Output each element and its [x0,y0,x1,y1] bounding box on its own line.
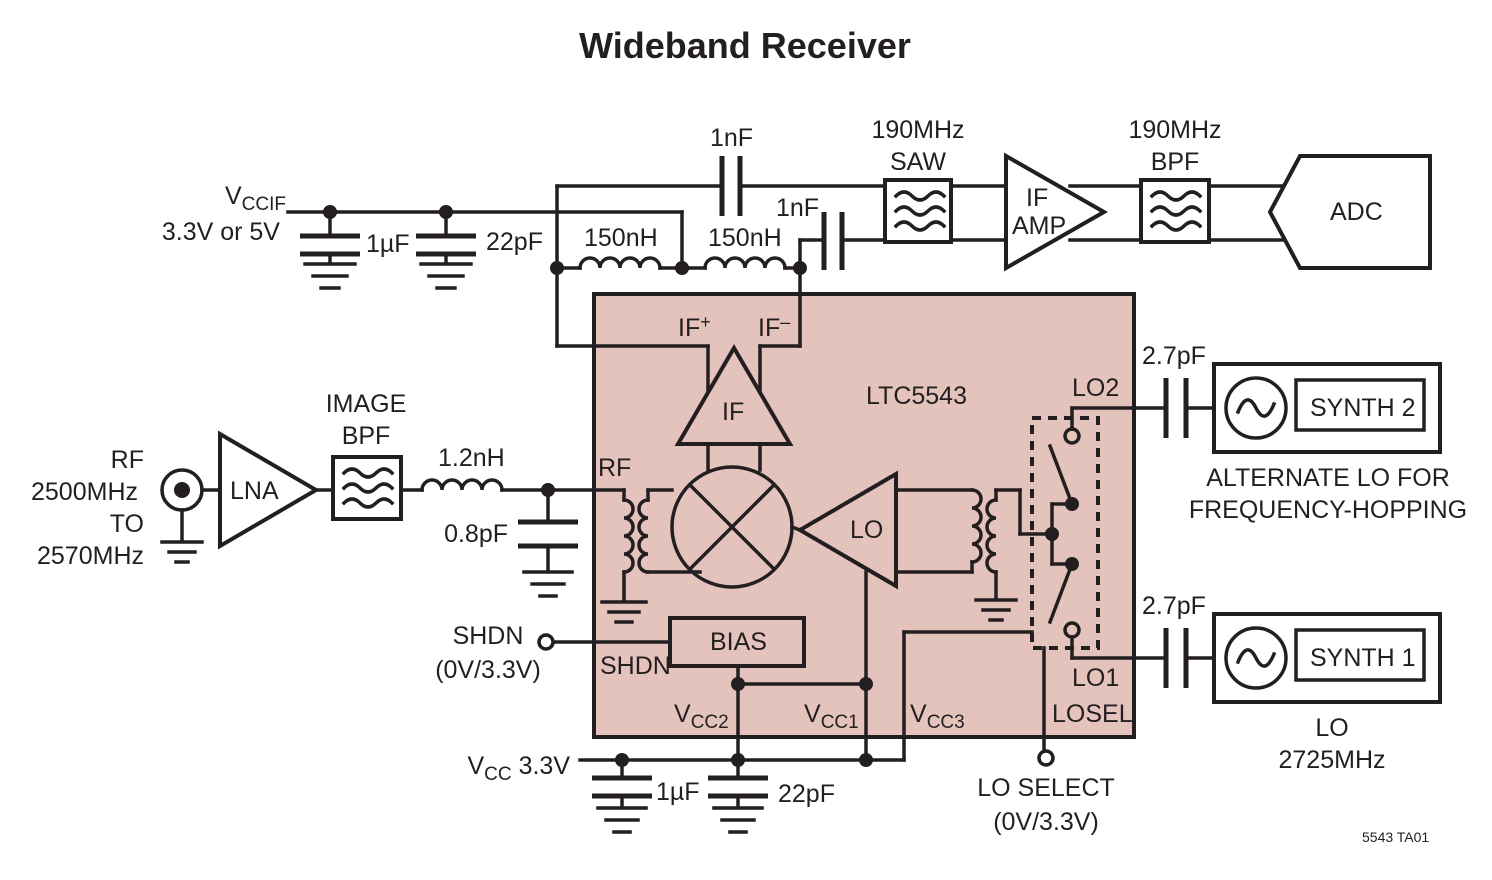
shdn-input-label-2: (0V/3.3V) [435,656,541,684]
inductor-if-plus: 150nH [584,224,658,252]
rf-label-2: 2500MHz [31,478,138,506]
inductor-rf: 1.2nH [438,444,505,472]
cap-top-1nf: 1nF [710,124,753,152]
chip-name: LTC5543 [866,382,967,410]
pin-losel: LOSEL [1052,700,1133,728]
synth-2-group: 2.7pF SYNTH 2 ALTERNATE LO FOR FREQUENCY… [1142,342,1467,524]
shdn-input-label-1: SHDN [453,622,524,650]
synth-1-group: 2.7pF SYNTH 1 LO 2725MHz [1142,592,1442,774]
if-output-network: 150nH 150nH 1nF 1nF [550,124,887,392]
pin-lo1: LO1 [1072,664,1119,692]
svg-text:IF+: IF+ [678,312,711,342]
pin-rf: RF [598,454,631,482]
internal-if-amp [674,344,794,446]
chip-internals: IF+ IF– IF RF LO [537,312,1166,767]
cap-if-minus-1nf: 1nF [776,194,819,222]
pin-vcc3: V [910,700,927,728]
lo-buffer-label: LO [850,516,883,544]
rf-label-3: TO [110,510,144,538]
if-amp-label-2: AMP [1012,212,1066,240]
adc-block [1267,154,1432,270]
lo-select-label-2: (0V/3.3V) [993,808,1099,836]
svg-text:IF–: IF– [758,312,790,342]
alt-lo-label-1: ALTERNATE LO FOR [1206,464,1450,492]
lo-main-label-2: 2725MHz [1279,746,1386,774]
cap-vccif-22pf: 22pF [486,228,543,256]
pin-if-plus-sup: + [700,312,711,332]
pin-if-minus: IF [758,314,780,342]
if-amp [1004,152,1109,272]
pin-lo2: LO2 [1072,374,1119,402]
diagram-title: Wideband Receiver [579,25,911,66]
lna-label: LNA [230,477,279,505]
image-bpf-label-2: BPF [342,422,391,450]
bias-label: BIAS [710,628,767,656]
internal-if-label: IF [722,398,744,426]
lna [218,430,320,550]
cap-vccif-1uf: 1µF [366,230,410,258]
saw-name: SAW [890,148,946,176]
pin-vcc2-sub: CC2 [691,712,729,733]
lo-main-label-1: LO [1315,714,1348,742]
lo-buffer [796,470,898,590]
vcc-value: 3.3V [512,752,571,780]
pin-vcc1-sub: CC1 [821,712,859,733]
vccif-value: 3.3V or 5V [162,218,280,246]
rf-input-chain: RF 2500MHz TO 2570MHz LNA IMAGE BPF 1.2n… [31,390,626,598]
svg-text:VCC3: VCC3 [910,700,965,733]
lo-switch [1030,416,1100,650]
pin-vcc2: V [674,700,691,728]
sine-source-icon [1224,626,1288,690]
pin-if-plus: IF [678,314,700,342]
synth1-label: SYNTH 1 [1310,644,1416,672]
rf-label-4: 2570MHz [37,542,144,570]
synth2-label: SYNTH 2 [1310,394,1416,422]
adc-label: ADC [1330,198,1383,226]
lo-select-label-1: LO SELECT [977,774,1115,802]
pin-if-minus-sup: – [780,312,790,332]
saw-freq: 190MHz [871,116,964,144]
vcc-rail: VCC 3.3V 1µF 22pF [467,752,906,834]
vcc-sub: CC [484,764,511,785]
cap-lo2-2p7pf: 2.7pF [1142,342,1206,370]
bpf-name: BPF [1151,148,1200,176]
cap-vcc-22pf: 22pF [778,780,835,808]
if-amp-label-1: IF [1026,184,1048,212]
image-bpf-label-1: IMAGE [326,390,407,418]
svg-text:VCCIF: VCCIF [225,182,286,215]
bpf-freq: 190MHz [1128,116,1221,144]
vccif-rail: VCCIF 3.3V or 5V 1µF 22pF [162,182,684,290]
lo-select-terminal [1037,749,1055,767]
vccif-label: V [225,182,242,210]
pin-vcc1: V [804,700,821,728]
cap-lo1-2p7pf: 2.7pF [1142,592,1206,620]
if-chain: 190MHz SAW IF AMP 190MHz BPF ADC [871,116,1432,272]
sine-source-icon [1224,376,1288,440]
pin-vcc3-sub: CC3 [927,712,965,733]
alt-lo-label-2: FREQUENCY-HOPPING [1189,496,1467,524]
vcc-label: V [467,752,484,780]
rf-label-1: RF [111,446,144,474]
figure-id: 5543 TA01 [1362,829,1429,845]
svg-text:VCC 3.3V: VCC 3.3V [467,752,570,785]
cap-rf-0p8pf: 0.8pF [444,520,508,548]
pin-shdn: SHDN [600,652,671,680]
svg-text:VCC2: VCC2 [674,700,729,733]
shdn-terminal [537,633,555,651]
vccif-sub: CCIF [242,194,286,215]
svg-text:VCC1: VCC1 [804,700,859,733]
cap-vcc-1uf: 1µF [656,778,700,806]
inductor-if-minus: 150nH [708,224,782,252]
